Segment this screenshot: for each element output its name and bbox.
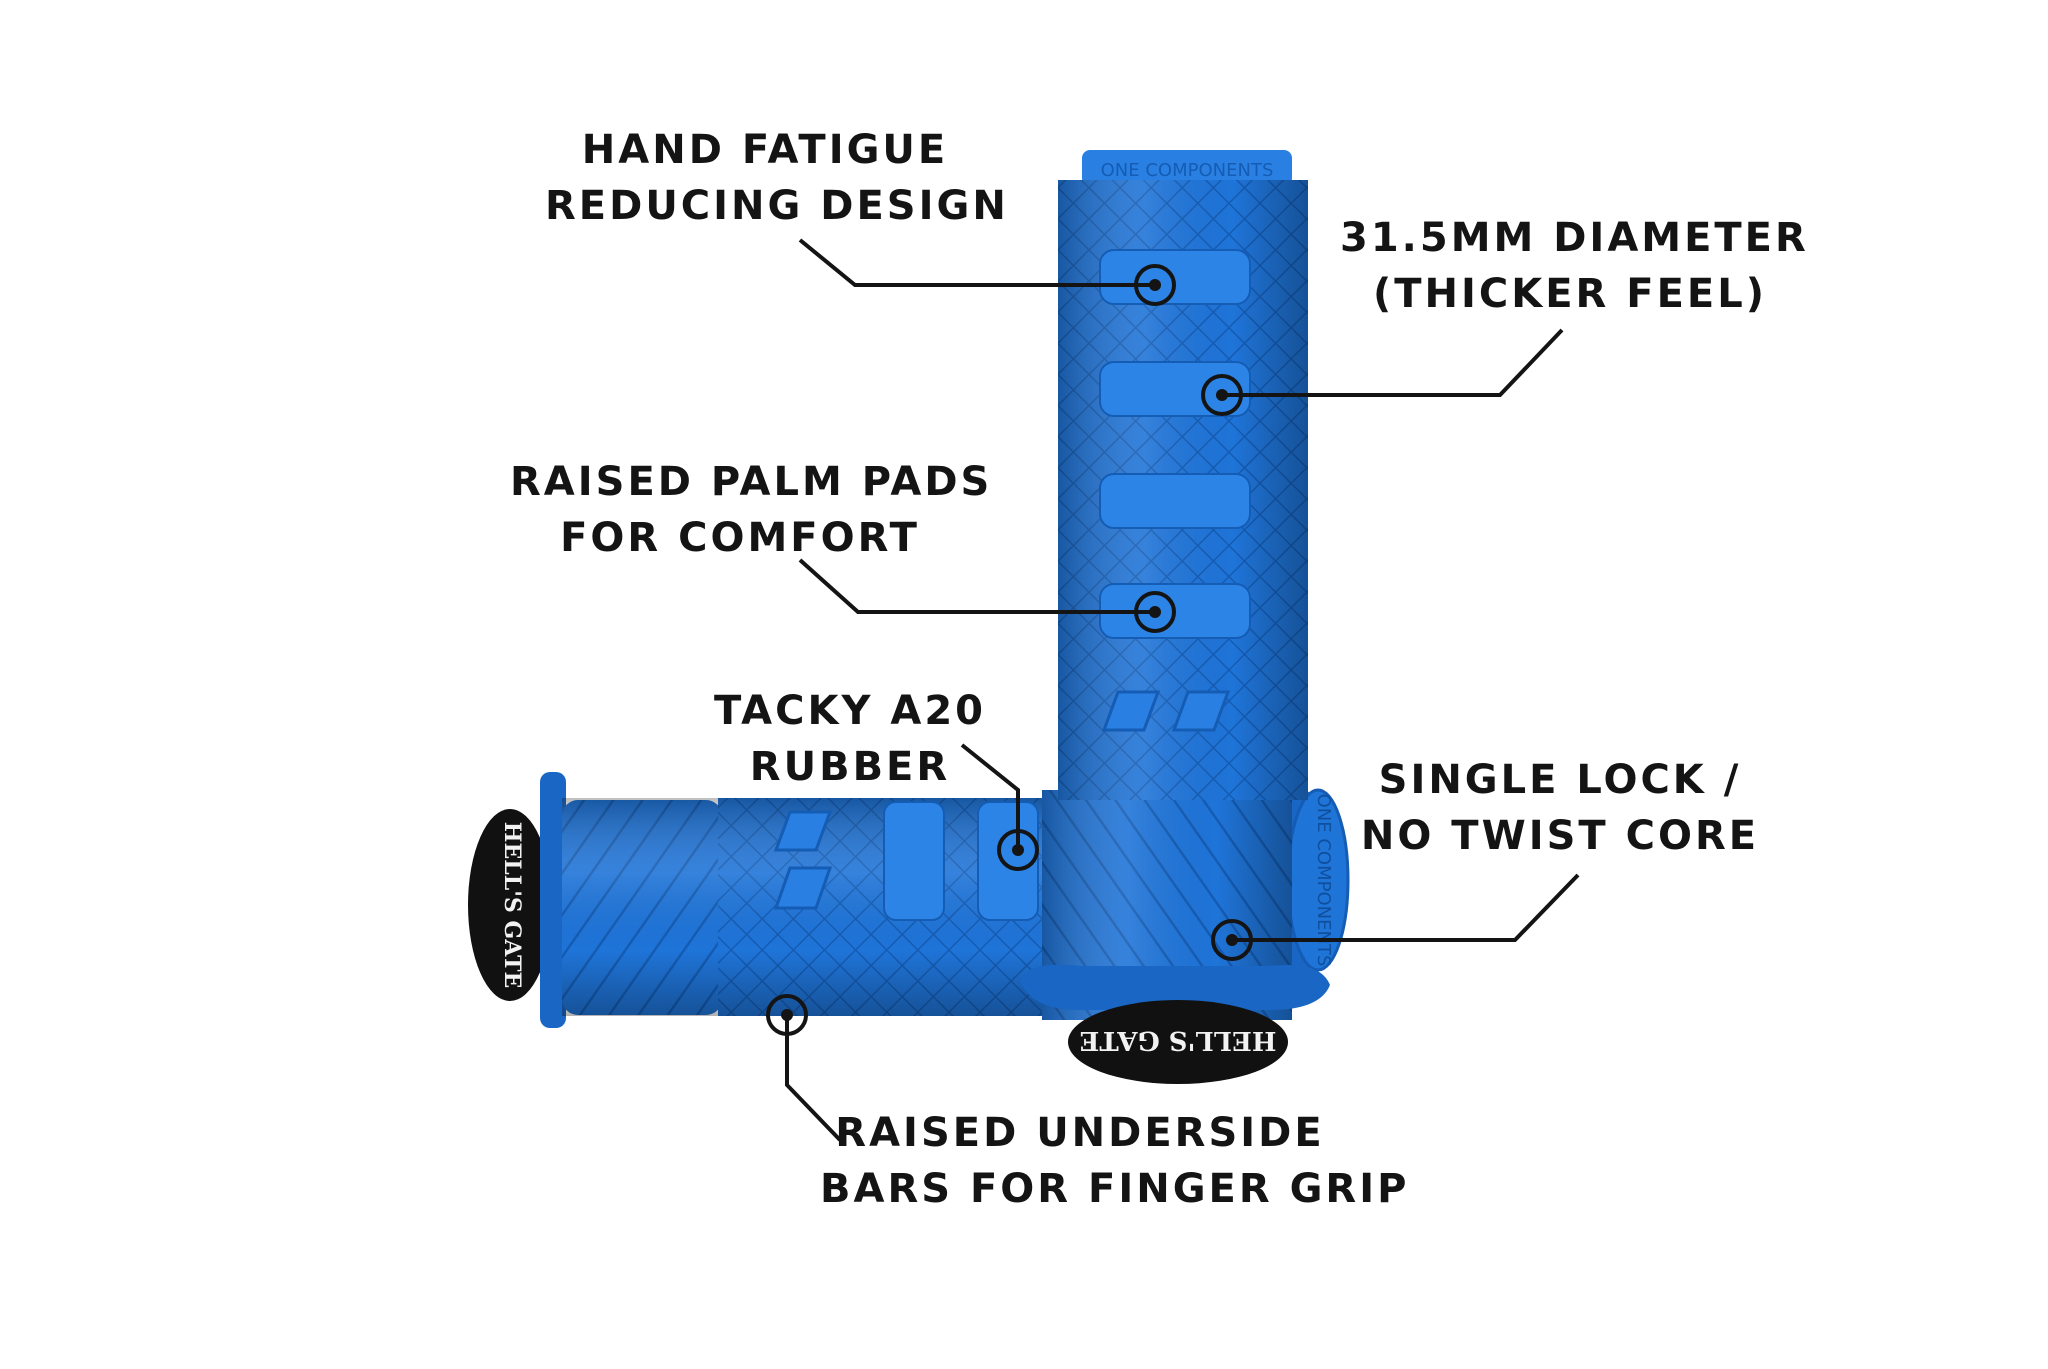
leader-fatigue xyxy=(798,238,1150,287)
callout-fatigue: HAND FATIGUE REDUCING DESIGN xyxy=(545,122,1009,234)
callout-line: SINGLE LOCK / xyxy=(1378,757,1742,803)
palm-pad xyxy=(1099,473,1251,529)
top-rim-print: ONE COMPONENTS xyxy=(1101,160,1274,181)
marker-palm xyxy=(1134,591,1176,633)
callout-line: TACKY A20 xyxy=(714,688,986,734)
callout-lock: SINGLE LOCK / NO TWIST CORE xyxy=(1360,752,1760,864)
leader-palm xyxy=(798,558,1150,614)
horizontal-grip: HELL'S GATE xyxy=(468,772,1062,1028)
palm-pad xyxy=(977,801,1039,921)
callout-line: 31.5MM DIAMETER xyxy=(1340,215,1809,261)
bottom-flange xyxy=(1020,964,1330,1010)
logo-mark xyxy=(773,810,833,910)
bottom-end-cap-label: HELL'S GATE xyxy=(1080,1025,1277,1055)
callout-rubber: TACKY A20 RUBBER xyxy=(700,683,1000,795)
left-end-cap-label: HELL'S GATE xyxy=(499,822,525,989)
core-ring-print: ONE COMPONENTS xyxy=(1313,794,1334,967)
callout-line: RAISED UNDERSIDE xyxy=(835,1110,1325,1156)
left-flange xyxy=(540,772,566,1028)
callout-line: REDUCING DESIGN xyxy=(545,183,1009,229)
palm-pad xyxy=(1099,249,1251,305)
lock-collar: ONE COMPONENTS HELL'S GATE xyxy=(1020,788,1350,1084)
marker-underside xyxy=(766,994,808,1036)
logo-mark xyxy=(1101,690,1231,732)
callout-line: HAND FATIGUE xyxy=(581,127,949,173)
callout-underside: RAISED UNDERSIDE BARS FOR FINGER GRIP xyxy=(820,1105,1410,1217)
top-rim xyxy=(1082,150,1292,186)
callout-line: RUBBER xyxy=(749,744,951,790)
callout-line: (THICKER FEEL) xyxy=(1372,271,1768,317)
callout-line: BARS FOR FINGER GRIP xyxy=(820,1166,1410,1212)
leader-lock xyxy=(1235,873,1580,942)
marker-lock xyxy=(1211,919,1253,961)
vertical-grip: ONE COMPONENTS xyxy=(1058,150,1308,800)
left-end-cap xyxy=(468,809,552,1001)
callout-line: FOR COMFORT xyxy=(560,515,920,561)
callout-markers xyxy=(766,264,1253,1036)
bottom-end-cap xyxy=(1068,1000,1288,1084)
callout-line: RAISED PALM PADS xyxy=(510,459,993,505)
palm-pad xyxy=(883,801,945,921)
palm-pad xyxy=(1099,361,1251,417)
marker-rubber xyxy=(997,829,1039,871)
marker-diameter xyxy=(1201,374,1243,416)
leader-underside xyxy=(785,1015,842,1142)
marker-fatigue xyxy=(1134,264,1176,306)
callout-diameter: 31.5MM DIAMETER (THICKER FEEL) xyxy=(1340,210,1809,322)
callout-line: NO TWIST CORE xyxy=(1360,813,1760,859)
leader-diameter xyxy=(1222,328,1564,397)
callout-palm: RAISED PALM PADS FOR COMFORT xyxy=(510,454,993,566)
